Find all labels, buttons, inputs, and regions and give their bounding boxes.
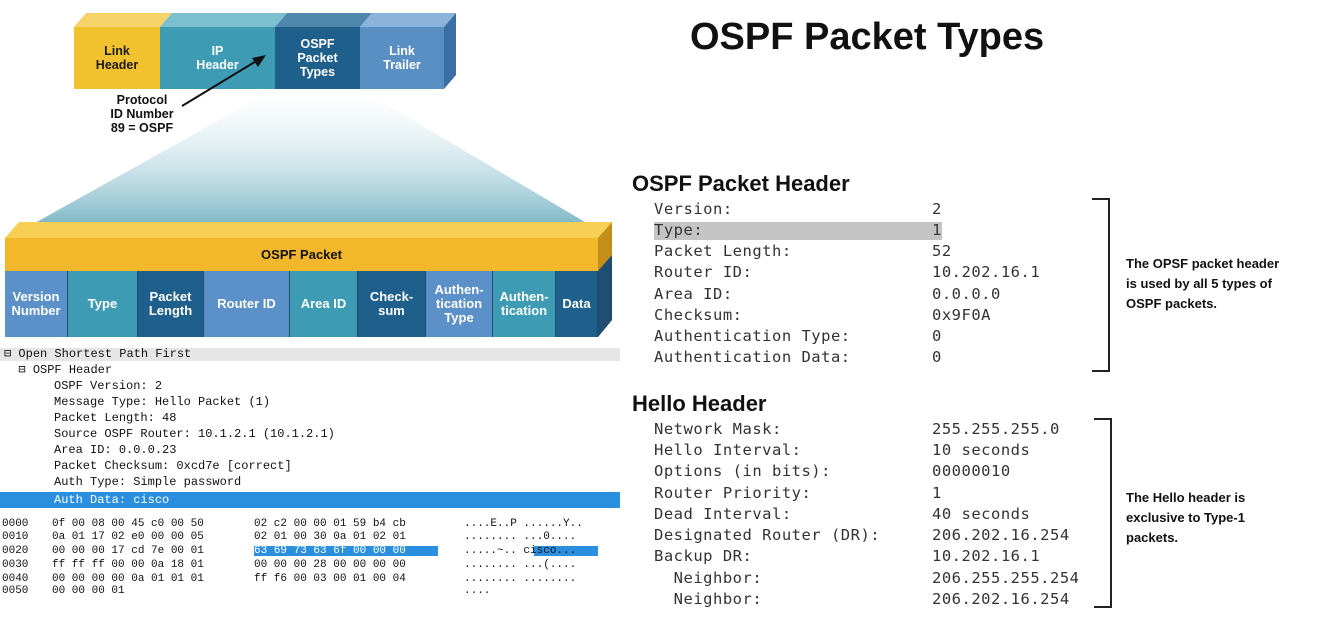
field-type: Type (68, 271, 138, 337)
hex-offset: 0020 (2, 545, 29, 557)
packet-tree-panel: ⊟ Open Shortest Path First ⊟ OSPF Header… (0, 346, 620, 516)
hex-highlight (254, 546, 438, 556)
field-name: Type: (654, 221, 704, 239)
hello-header-bracket (1094, 418, 1112, 608)
hex-ascii[interactable]: ........ ........ (464, 573, 577, 585)
packet-header-note: The OPSF packet header is used by all 5 … (1126, 256, 1280, 311)
link-trailer-segment: Link Trailer (383, 44, 421, 72)
hex-offset: 0030 (2, 559, 29, 571)
field-value: 206.202.16.254 (932, 526, 1070, 544)
field-authentication-type: Authen- tication Type (426, 271, 493, 337)
field-name: Version: (654, 200, 733, 218)
hex-offset: 0040 (2, 573, 29, 585)
field-authentication: Authen- tication (493, 271, 556, 337)
link-header-segment: Link Header (95, 44, 139, 72)
field-value: 0.0.0.0 (932, 285, 1001, 303)
packet-header-heading: OSPF Packet Header (632, 171, 850, 196)
field-value: 40 seconds (932, 505, 1031, 523)
tree-line[interactable]: Packet Length: 48 (18, 411, 177, 425)
hex-bytes[interactable]: 0f 00 08 00 45 c0 00 50 (52, 518, 204, 530)
callout-arrow (181, 59, 259, 107)
tree-line[interactable]: Auth Type: Simple password (18, 475, 242, 489)
hello-header-note: The Hello header is exclusive to Type-1 … (1126, 490, 1246, 545)
field-name: Options (in bits): (654, 462, 831, 480)
hex-bytes-selected[interactable]: 63 69 73 63 6f 00 00 00 (254, 545, 406, 557)
hex-ascii[interactable]: ....E..P ......Y.. (464, 518, 583, 530)
field-value: 0 (932, 348, 942, 366)
field-name: Dead Interval: (654, 505, 792, 523)
field-value: 1 (932, 221, 942, 239)
field-name: Network Mask: (654, 420, 782, 438)
tree-line[interactable]: Message Type: Hello Packet (1) (18, 395, 271, 409)
tree-line[interactable]: OSPF Version: 2 (18, 379, 163, 393)
field-value: 52 (932, 242, 952, 260)
field-name: Area ID: (654, 285, 733, 303)
field-value: 10.202.16.1 (932, 547, 1041, 565)
ip-header-segment: IP Header (196, 44, 239, 72)
auth-data-line: Auth Data: cisco (18, 493, 170, 507)
hex-bytes[interactable]: 0a 01 17 02 e0 00 00 05 (52, 531, 204, 543)
field-area-id: Area ID (290, 271, 358, 337)
hex-bytes[interactable]: 00 00 00 17 cd 7e 00 01 (52, 545, 204, 557)
field-version-number: Version Number (5, 271, 68, 337)
field-name: Designated Router (DR): (654, 526, 881, 544)
hex-bytes[interactable]: 00 00 00 00 0a 01 01 01 (52, 573, 204, 585)
packet-header-bracket (1092, 198, 1110, 372)
hex-ascii[interactable]: ........ ...(.... (464, 559, 577, 571)
field-name: Authentication Type: (654, 327, 851, 345)
tree-line[interactable]: Packet Checksum: 0xcd7e [correct] (18, 459, 292, 473)
field-value: 10 seconds (932, 441, 1031, 459)
field-name: Router Priority: (654, 484, 812, 502)
field-name: Packet Length: (654, 242, 792, 260)
field-name: Checksum: (654, 306, 743, 324)
field-packet-length: Packet Length (138, 271, 204, 337)
ospf-packet-types-segment: OSPF Packet Types (297, 37, 338, 79)
field-value: 2 (932, 200, 942, 218)
ospf-packet-label: OSPF Packet (261, 247, 342, 262)
hex-ascii[interactable]: ........ ...0.... (464, 531, 577, 543)
hex-dump-panel: 0000 0f 00 08 00 45 c0 00 50 02 c2 00 00… (0, 518, 620, 598)
field-name: Backup DR: (654, 547, 753, 565)
frame-diagram-shapes (5, 13, 612, 337)
hex-bytes[interactable]: 00 00 00 28 00 00 00 00 (254, 559, 406, 571)
hello-header-heading: Hello Header (632, 391, 767, 416)
hex-offset: 0000 (2, 518, 29, 530)
field-checksum: Check- sum (358, 271, 426, 337)
hex-bytes[interactable]: 00 00 00 01 (52, 585, 125, 597)
field-value: 0 (932, 327, 942, 345)
ascii-highlight (534, 546, 598, 556)
hex-bytes[interactable]: ff f6 00 03 00 01 00 04 (254, 573, 406, 585)
hex-bytes[interactable]: 02 c2 00 00 01 59 b4 cb (254, 518, 406, 530)
field-value: 00000010 (932, 462, 1011, 480)
hex-offset: 0050 (2, 585, 29, 597)
field-router-id: Router ID (204, 271, 290, 337)
field-name: Neighbor: (654, 569, 763, 587)
hex-ascii[interactable]: .... (464, 585, 491, 597)
field-value: 10.202.16.1 (932, 263, 1041, 281)
tree-line[interactable]: ⊟ Open Shortest Path First (4, 347, 192, 361)
field-value: 206.255.255.254 (932, 569, 1080, 587)
field-name: Authentication Data: (654, 348, 851, 366)
hex-bytes[interactable]: 02 01 00 30 0a 01 02 01 (254, 531, 406, 543)
tree-line[interactable]: Source OSPF Router: 10.1.2.1 (10.1.2.1) (18, 427, 335, 441)
hex-offset: 0010 (2, 531, 29, 543)
zoom-funnel (8, 89, 612, 238)
tree-line[interactable]: ⊟ OSPF Header (4, 363, 113, 377)
field-name: Neighbor: (654, 590, 763, 608)
field-data: Data (556, 271, 598, 337)
selected-tree-row[interactable]: Auth Data: cisco (0, 492, 620, 508)
protocol-id-callout: Protocol ID Number 89 = OSPF (110, 93, 174, 135)
field-name: Router ID: (654, 263, 753, 281)
hex-bytes[interactable]: ff ff ff 00 00 0a 18 01 (52, 559, 204, 571)
field-value: 0x9F0A (932, 306, 991, 324)
field-value: 206.202.16.254 (932, 590, 1070, 608)
hex-ascii[interactable]: .....~.. cisco... (464, 545, 577, 557)
page-title: OSPF Packet Types (690, 16, 1045, 58)
field-value: 255.255.255.0 (932, 420, 1060, 438)
tree-line[interactable]: Area ID: 0.0.0.23 (18, 443, 177, 457)
field-value: 1 (932, 484, 942, 502)
field-name: Hello Interval: (654, 441, 802, 459)
type-row-highlight (654, 222, 942, 240)
